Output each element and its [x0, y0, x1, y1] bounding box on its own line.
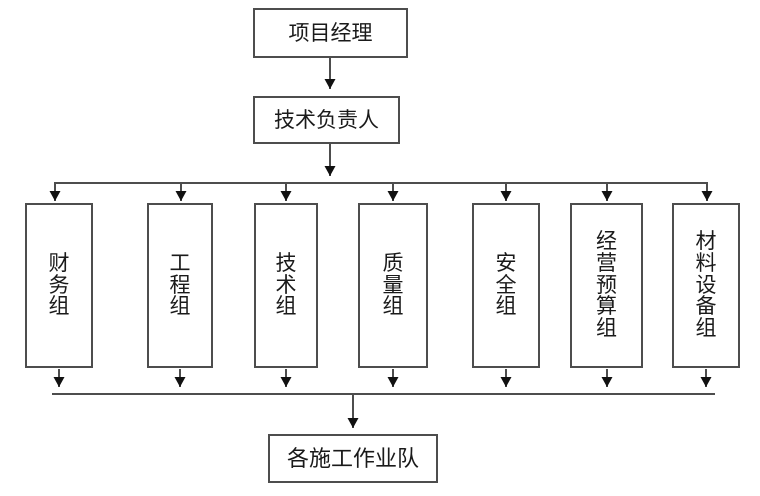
node-group-safety-label: 安全组 — [495, 250, 517, 319]
node-group-budget: 经营预算组 — [570, 203, 643, 368]
node-project-manager-label: 项目经理 — [288, 20, 373, 45]
node-construction-teams: 各施工作业队 — [268, 434, 438, 483]
node-group-quality: 质量组 — [358, 203, 428, 368]
node-group-safety: 安全组 — [472, 203, 540, 368]
node-group-materials: 材料设备组 — [672, 203, 740, 368]
node-group-finance: 财务组 — [25, 203, 93, 368]
node-group-materials-label: 材料设备组 — [695, 228, 717, 341]
node-group-finance-label: 财务组 — [48, 250, 70, 319]
node-group-technology: 技术组 — [254, 203, 318, 368]
node-construction-teams-label: 各施工作业队 — [286, 445, 419, 471]
node-group-engineering-label: 工程组 — [169, 250, 191, 319]
node-group-technology-label: 技术组 — [275, 250, 297, 319]
node-group-budget-label: 经营预算组 — [595, 228, 617, 341]
node-group-engineering: 工程组 — [147, 203, 213, 368]
node-group-quality-label: 质量组 — [382, 250, 404, 319]
node-project-manager: 项目经理 — [253, 8, 408, 58]
node-technical-director: 技术负责人 — [253, 96, 400, 144]
node-technical-director-label: 技术负责人 — [274, 107, 379, 132]
